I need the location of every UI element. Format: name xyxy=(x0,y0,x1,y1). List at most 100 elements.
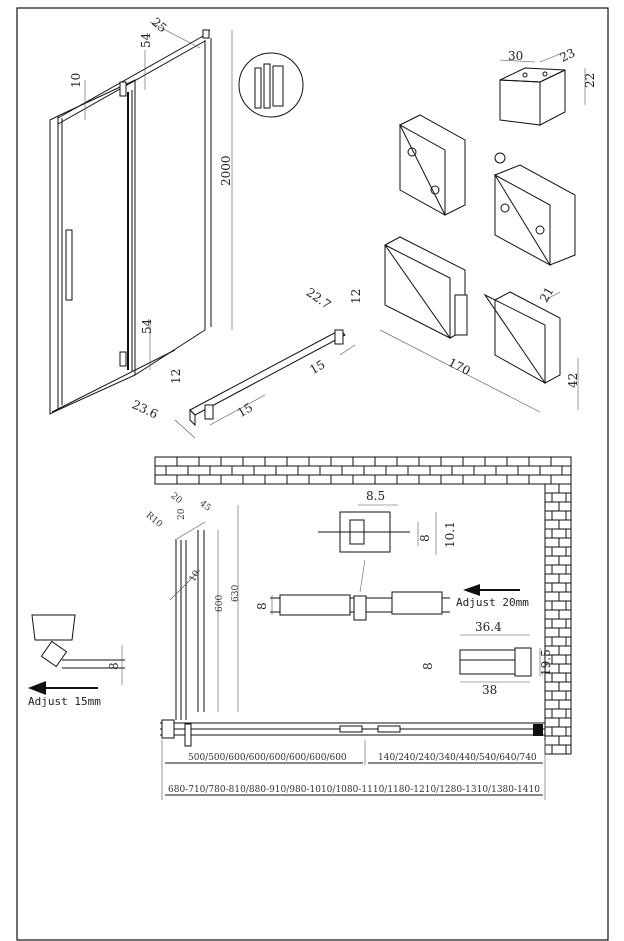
brick xyxy=(558,555,572,566)
brick xyxy=(176,456,200,467)
brick xyxy=(220,474,244,485)
brick xyxy=(484,456,508,467)
dim-right-glass: 8 xyxy=(421,662,435,670)
brick xyxy=(558,537,572,548)
brick xyxy=(544,690,553,701)
dim-top-gap: 10 xyxy=(69,73,83,88)
dim-rail-offset-top: 54 xyxy=(139,32,153,48)
brick xyxy=(220,456,244,467)
brick xyxy=(544,492,553,503)
brick xyxy=(565,690,572,701)
brick xyxy=(352,456,376,467)
brick xyxy=(330,474,354,485)
dim-profile-offset-b: 20 xyxy=(177,508,187,520)
brick xyxy=(551,744,567,755)
brick xyxy=(484,474,508,485)
brick xyxy=(308,456,332,467)
brick xyxy=(264,474,288,485)
fixed-panel-widths: 500/500/600/600/600/600/600/600 xyxy=(188,753,347,763)
brick xyxy=(264,456,288,467)
brick xyxy=(558,519,572,530)
brick xyxy=(565,564,572,575)
dim-guide-length-b: 15 xyxy=(235,400,255,420)
brick xyxy=(565,492,572,503)
brick xyxy=(209,465,233,476)
brick xyxy=(544,591,560,602)
brick xyxy=(418,474,442,485)
brick xyxy=(374,474,398,485)
total-widths: 680-710/780-810/880-910/980-1010/1080-11… xyxy=(168,785,540,795)
brick xyxy=(462,456,486,467)
brick xyxy=(286,474,310,485)
brick xyxy=(565,654,572,665)
brick xyxy=(565,744,572,755)
dim-clamp-depth: 23 xyxy=(558,46,578,65)
brick xyxy=(528,456,552,467)
brick xyxy=(551,492,567,503)
brick xyxy=(473,465,497,476)
brick xyxy=(565,636,572,647)
arrow-left-icon-left xyxy=(28,681,98,695)
brick xyxy=(495,465,519,476)
brick xyxy=(253,465,277,476)
brick xyxy=(544,564,553,575)
brick xyxy=(565,528,572,539)
brick xyxy=(275,465,299,476)
brick xyxy=(544,726,553,737)
brick xyxy=(561,465,572,476)
brick xyxy=(544,609,560,620)
brick xyxy=(544,546,553,557)
brick xyxy=(551,636,567,647)
brick xyxy=(242,474,266,485)
brick xyxy=(396,474,420,485)
brick xyxy=(352,474,376,485)
dim-right-width-top: 36.4 xyxy=(475,620,502,634)
brick xyxy=(558,483,572,494)
brick xyxy=(154,456,178,467)
brick xyxy=(462,474,486,485)
brick xyxy=(429,465,453,476)
brick xyxy=(565,582,572,593)
brick xyxy=(330,456,354,467)
brick xyxy=(544,483,560,494)
brick xyxy=(341,465,365,476)
brick xyxy=(544,501,560,512)
brick xyxy=(517,465,541,476)
brick xyxy=(451,465,475,476)
brick xyxy=(198,456,222,467)
brick xyxy=(558,681,572,692)
brick xyxy=(544,708,553,719)
bottom-guide xyxy=(174,329,356,439)
brick xyxy=(565,510,572,521)
brick xyxy=(551,672,567,683)
arrow-left-icon-right xyxy=(463,584,520,596)
dim-clamp-width: 30 xyxy=(508,49,523,63)
dim-right-height: 19.5 xyxy=(539,649,553,676)
brick xyxy=(154,474,178,485)
brick xyxy=(558,663,572,674)
brick xyxy=(551,600,567,611)
brick xyxy=(558,591,572,602)
door-roller-section xyxy=(270,591,450,621)
brick xyxy=(544,681,560,692)
brick xyxy=(558,717,572,728)
dim-detail-mid-glass: 8 xyxy=(255,602,269,610)
brick xyxy=(544,600,553,611)
brick xyxy=(558,735,572,746)
brick xyxy=(319,465,343,476)
wall-profile-section-left xyxy=(31,614,125,685)
dim-detail-top-height: 10.1 xyxy=(443,521,457,548)
brick xyxy=(544,618,553,629)
brick xyxy=(418,456,442,467)
brick xyxy=(385,465,409,476)
brick xyxy=(544,627,560,638)
dim-left-glass: 8 xyxy=(107,662,121,670)
brick xyxy=(231,465,255,476)
dim-rail-offset-bottom: 54 xyxy=(140,318,154,334)
brick xyxy=(544,744,553,755)
brick xyxy=(165,465,189,476)
glass-hinge-lower xyxy=(379,236,579,413)
brick xyxy=(440,474,464,485)
brick xyxy=(565,618,572,629)
brick xyxy=(551,654,567,665)
